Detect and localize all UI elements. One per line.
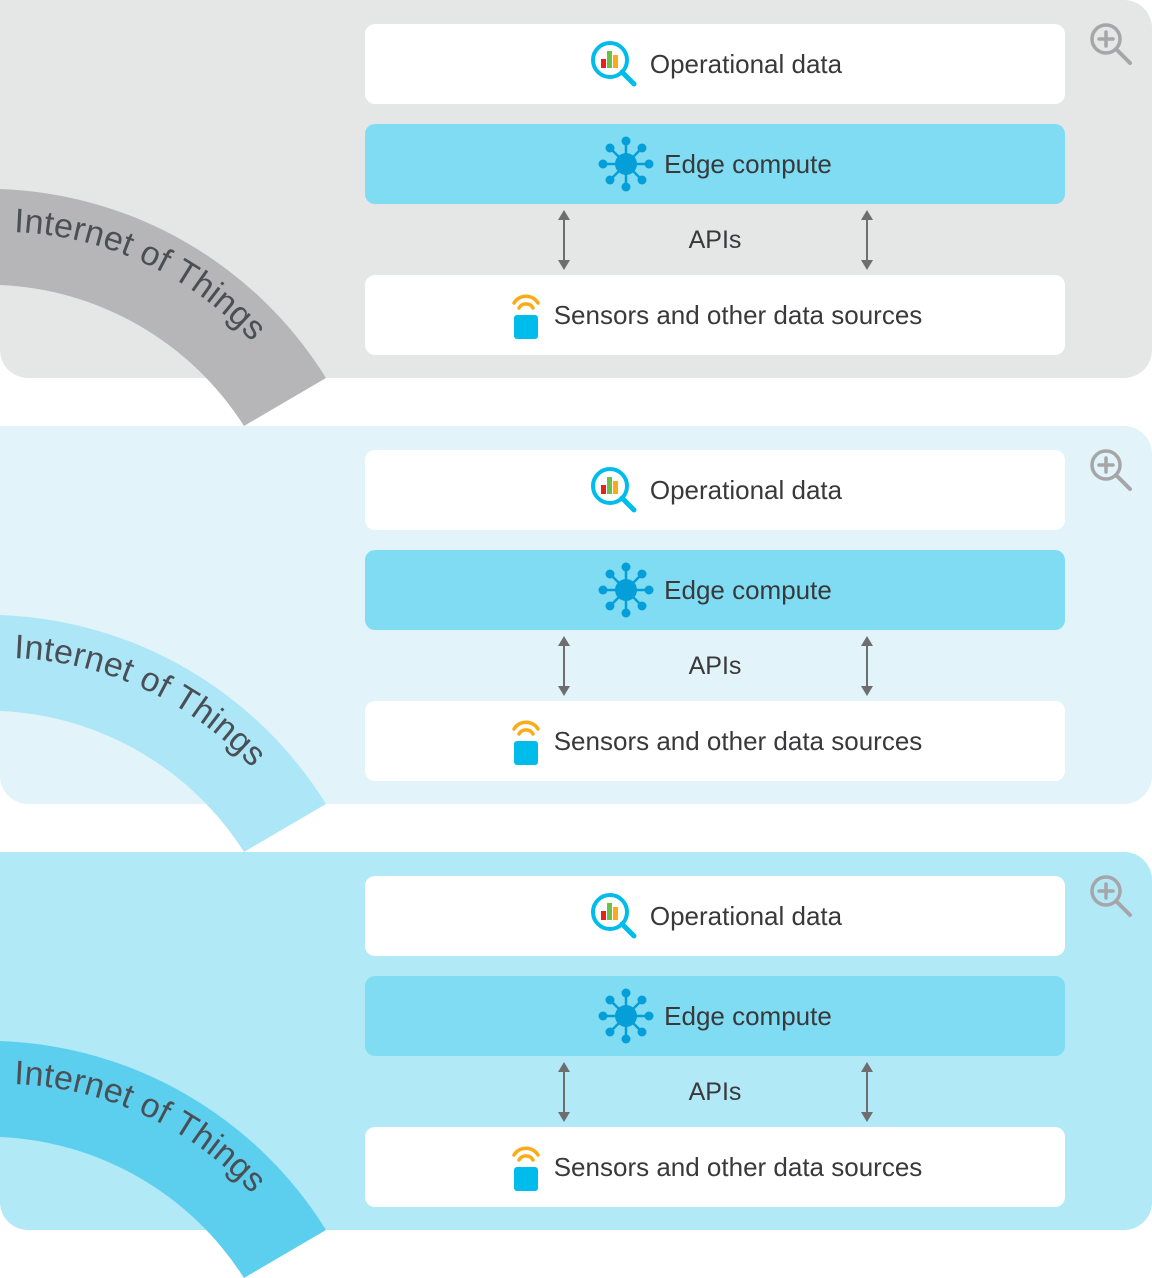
bidirectional-arrow-icon (861, 636, 873, 696)
edge-compute-box: Edge compute (365, 550, 1065, 630)
bidirectional-arrow-icon (558, 210, 570, 270)
edge-compute-label: Edge compute (664, 148, 832, 179)
bidirectional-arrow-icon (558, 1062, 570, 1122)
wireless-sensor-icon (511, 1146, 540, 1191)
edge-compute-box: Edge compute (365, 976, 1065, 1056)
iot-panel-2: Internet of Things Operational data (0, 426, 1152, 852)
zoom-in-icon[interactable] (1088, 873, 1134, 919)
analytics-magnifier-icon (590, 893, 637, 939)
iot-arc-band (0, 1041, 326, 1278)
sensors-label: Sensors and other data sources (553, 725, 923, 756)
sensors-box: Sensors and other data sources (365, 701, 1065, 781)
operational-data-label: Operational data (649, 900, 843, 931)
edge-compute-box: Edge compute (365, 124, 1065, 204)
wireless-sensor-icon (511, 294, 540, 339)
analytics-magnifier-icon (590, 41, 637, 87)
sensors-label: Sensors and other data sources (553, 1151, 923, 1182)
sensors-label: Sensors and other data sources (553, 299, 923, 330)
iot-panel-3: Internet of Things Operational data (0, 852, 1152, 1278)
iot-arc: Internet of Things (0, 189, 326, 426)
sensors-box: Sensors and other data sources (365, 1127, 1065, 1207)
iot-arc-band (0, 615, 326, 852)
operational-data-box: Operational data (365, 24, 1065, 104)
edge-network-hub-icon (598, 562, 654, 618)
bidirectional-arrow-icon (861, 1062, 873, 1122)
edge-compute-label: Edge compute (664, 1000, 832, 1031)
operational-data-box: Operational data (365, 876, 1065, 956)
analytics-magnifier-icon (590, 467, 637, 513)
edge-compute-label: Edge compute (664, 574, 832, 605)
bidirectional-arrow-icon (861, 210, 873, 270)
sensors-box: Sensors and other data sources (365, 275, 1065, 355)
zoom-in-icon[interactable] (1088, 21, 1134, 67)
wireless-sensor-icon (511, 720, 540, 765)
apis-label: APIs (688, 652, 742, 680)
apis-label: APIs (688, 1078, 742, 1106)
operational-data-label: Operational data (649, 474, 843, 505)
edge-network-hub-icon (598, 988, 654, 1044)
iot-arc: Internet of Things (0, 1041, 326, 1278)
operational-data-label: Operational data (649, 48, 843, 79)
iot-arc: Internet of Things (0, 615, 326, 852)
iot-panel-1: Internet of Things Operational data (0, 0, 1152, 426)
iot-arc-band (0, 189, 326, 426)
bidirectional-arrow-icon (558, 636, 570, 696)
edge-network-hub-icon (598, 136, 654, 192)
apis-label: APIs (688, 226, 742, 254)
zoom-in-icon[interactable] (1088, 447, 1134, 493)
operational-data-box: Operational data (365, 450, 1065, 530)
